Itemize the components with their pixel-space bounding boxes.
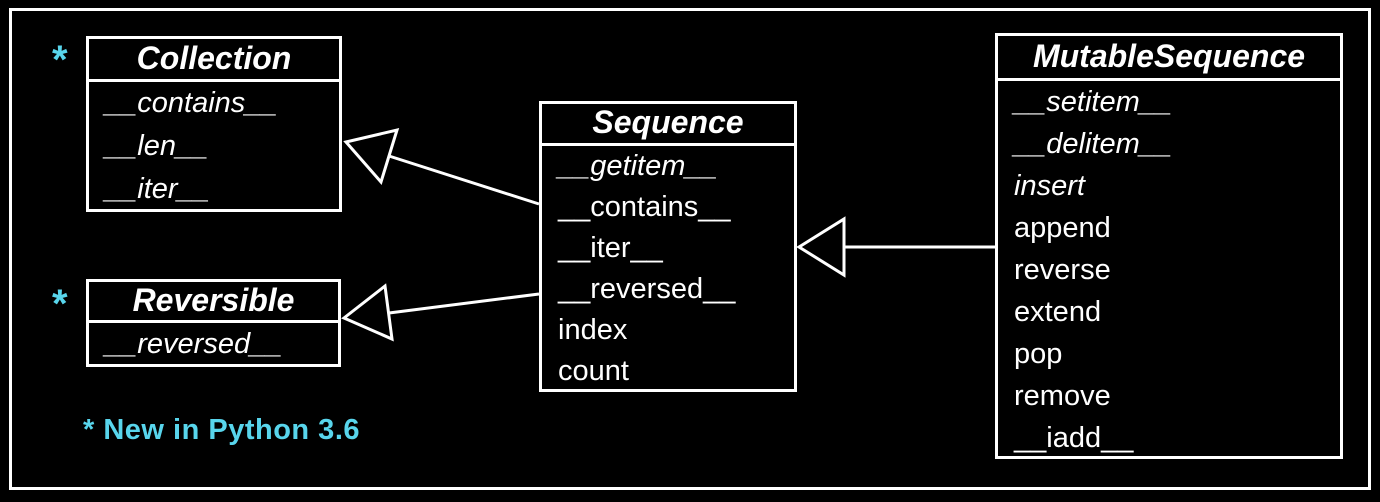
member: __delitem__ [1014,128,1172,160]
class-title-reversible: Reversible [89,282,338,323]
class-members-sequence: __getitem__ __contains__ __iter__ __reve… [542,146,794,392]
member: __reversed__ [558,273,736,305]
new-in-36-asterisk-reversible: * [52,282,68,326]
member: pop [1014,338,1063,370]
class-title-collection: Collection [89,39,339,82]
class-box-sequence: Sequence __getitem__ __contains__ __iter… [539,101,797,392]
member: __iadd__ [1014,422,1134,454]
member: __contains__ [105,87,278,119]
class-members-reversible: __reversed__ [89,323,338,366]
member: __setitem__ [1014,86,1172,118]
member: __reversed__ [105,328,283,360]
member: append [1014,212,1111,244]
member: insert [1014,170,1085,202]
member: __getitem__ [558,150,718,182]
member: extend [1014,296,1102,328]
member: remove [1014,380,1111,412]
new-in-36-asterisk-collection: * [52,38,68,82]
new-in-python-note: * New in Python 3.6 [83,414,360,446]
class-box-mutablesequence: MutableSequence __setitem__ __delitem__ … [995,33,1343,459]
class-members-collection: __contains__ __len__ __iter__ [89,82,339,211]
member: __len__ [105,130,209,162]
class-box-reversible: Reversible __reversed__ [86,279,341,367]
member: __iter__ [105,173,210,205]
member: index [558,314,628,346]
class-title-sequence: Sequence [542,104,794,146]
diagram-border-frame [9,8,1371,490]
member: __iter__ [558,232,663,264]
class-title-mutablesequence: MutableSequence [998,36,1340,81]
member: __contains__ [558,191,731,223]
class-box-collection: Collection __contains__ __len__ __iter__ [86,36,342,212]
member: reverse [1014,254,1111,286]
member: count [558,355,629,387]
class-members-mutablesequence: __setitem__ __delitem__ insert append re… [998,81,1340,459]
